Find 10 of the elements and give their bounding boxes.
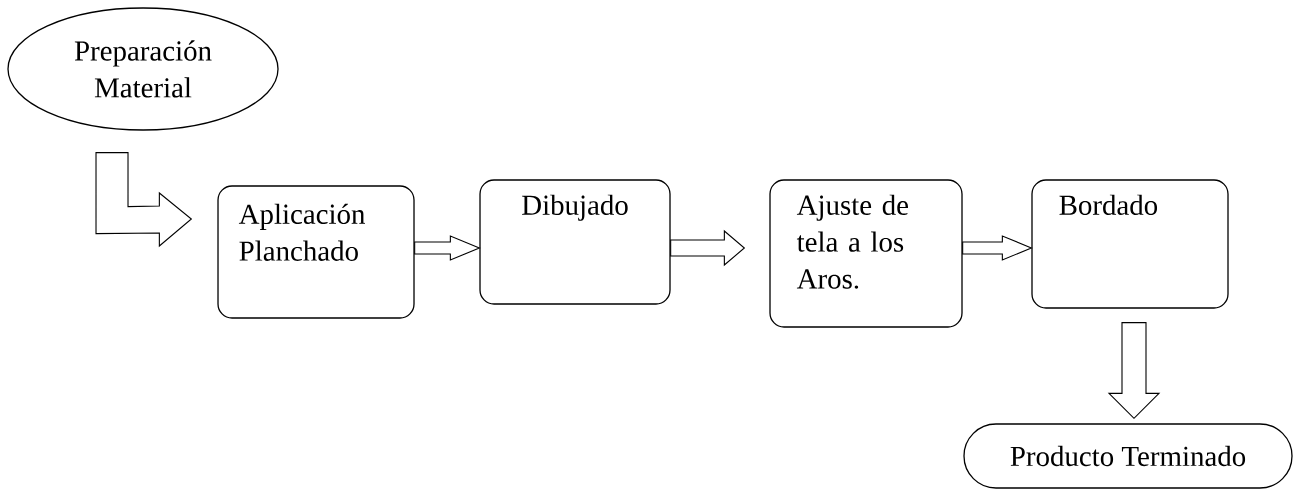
process-box: Ajuste de tela a los Aros.	[769, 179, 963, 328]
end-terminal: Producto Terminado	[963, 423, 1293, 489]
process-box: Aplicación Planchado	[217, 185, 415, 319]
process-box: Dibujado	[479, 179, 671, 305]
block-arrow	[670, 229, 746, 267]
block-arrow	[95, 152, 193, 248]
process-box: Bordado	[1031, 179, 1229, 309]
block-arrow	[1107, 322, 1161, 420]
block-arrow	[414, 235, 481, 261]
block-arrow	[962, 235, 1033, 261]
